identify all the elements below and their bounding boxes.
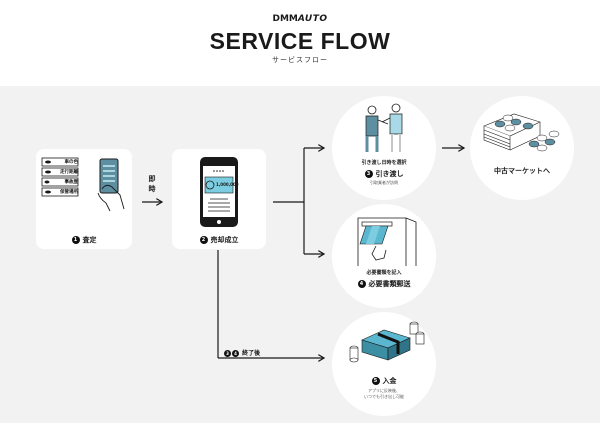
- smartphone-car-info-icon: [41, 157, 125, 212]
- step-1-list: 車の色 走行距離 事故歴 保管場所: [60, 160, 78, 195]
- page-title: SERVICE FLOW: [209, 28, 391, 54]
- money-stacks-icon: [349, 321, 425, 363]
- car-stacks-icon: [483, 113, 560, 152]
- mailbox-documents-icon: [357, 217, 417, 266]
- page-subtitle: サービスフロー: [272, 56, 328, 64]
- market-circle: 中古マーケットへ: [470, 96, 574, 200]
- step-3-caption-bottom: 引取業者が訪問: [370, 180, 398, 185]
- price-value: 1,000,000: [216, 182, 239, 187]
- step-5-caption-line-2: いつでも引き出し可能: [364, 394, 404, 399]
- step-4-caption-top: 必要書類を記入: [366, 270, 402, 276]
- brand-logo: DMMAUTO: [0, 14, 600, 24]
- smartphone-price-icon: [200, 157, 238, 227]
- handover-people-icon: [365, 103, 403, 152]
- step-3-caption-top: 引き渡し日時を選択: [361, 160, 407, 166]
- header: DMMAUTO SERVICE FLOW サービスフロー: [0, 0, 600, 86]
- flow-connectors: [142, 86, 600, 423]
- step-5-caption-line-1: アプリに反映後、: [368, 388, 400, 393]
- brand-auto: AUTO: [297, 14, 328, 24]
- brand-dmm: DMM: [272, 14, 298, 24]
- immediate-label: 即時: [148, 175, 156, 193]
- market-label: 中古マーケットへ: [494, 167, 550, 175]
